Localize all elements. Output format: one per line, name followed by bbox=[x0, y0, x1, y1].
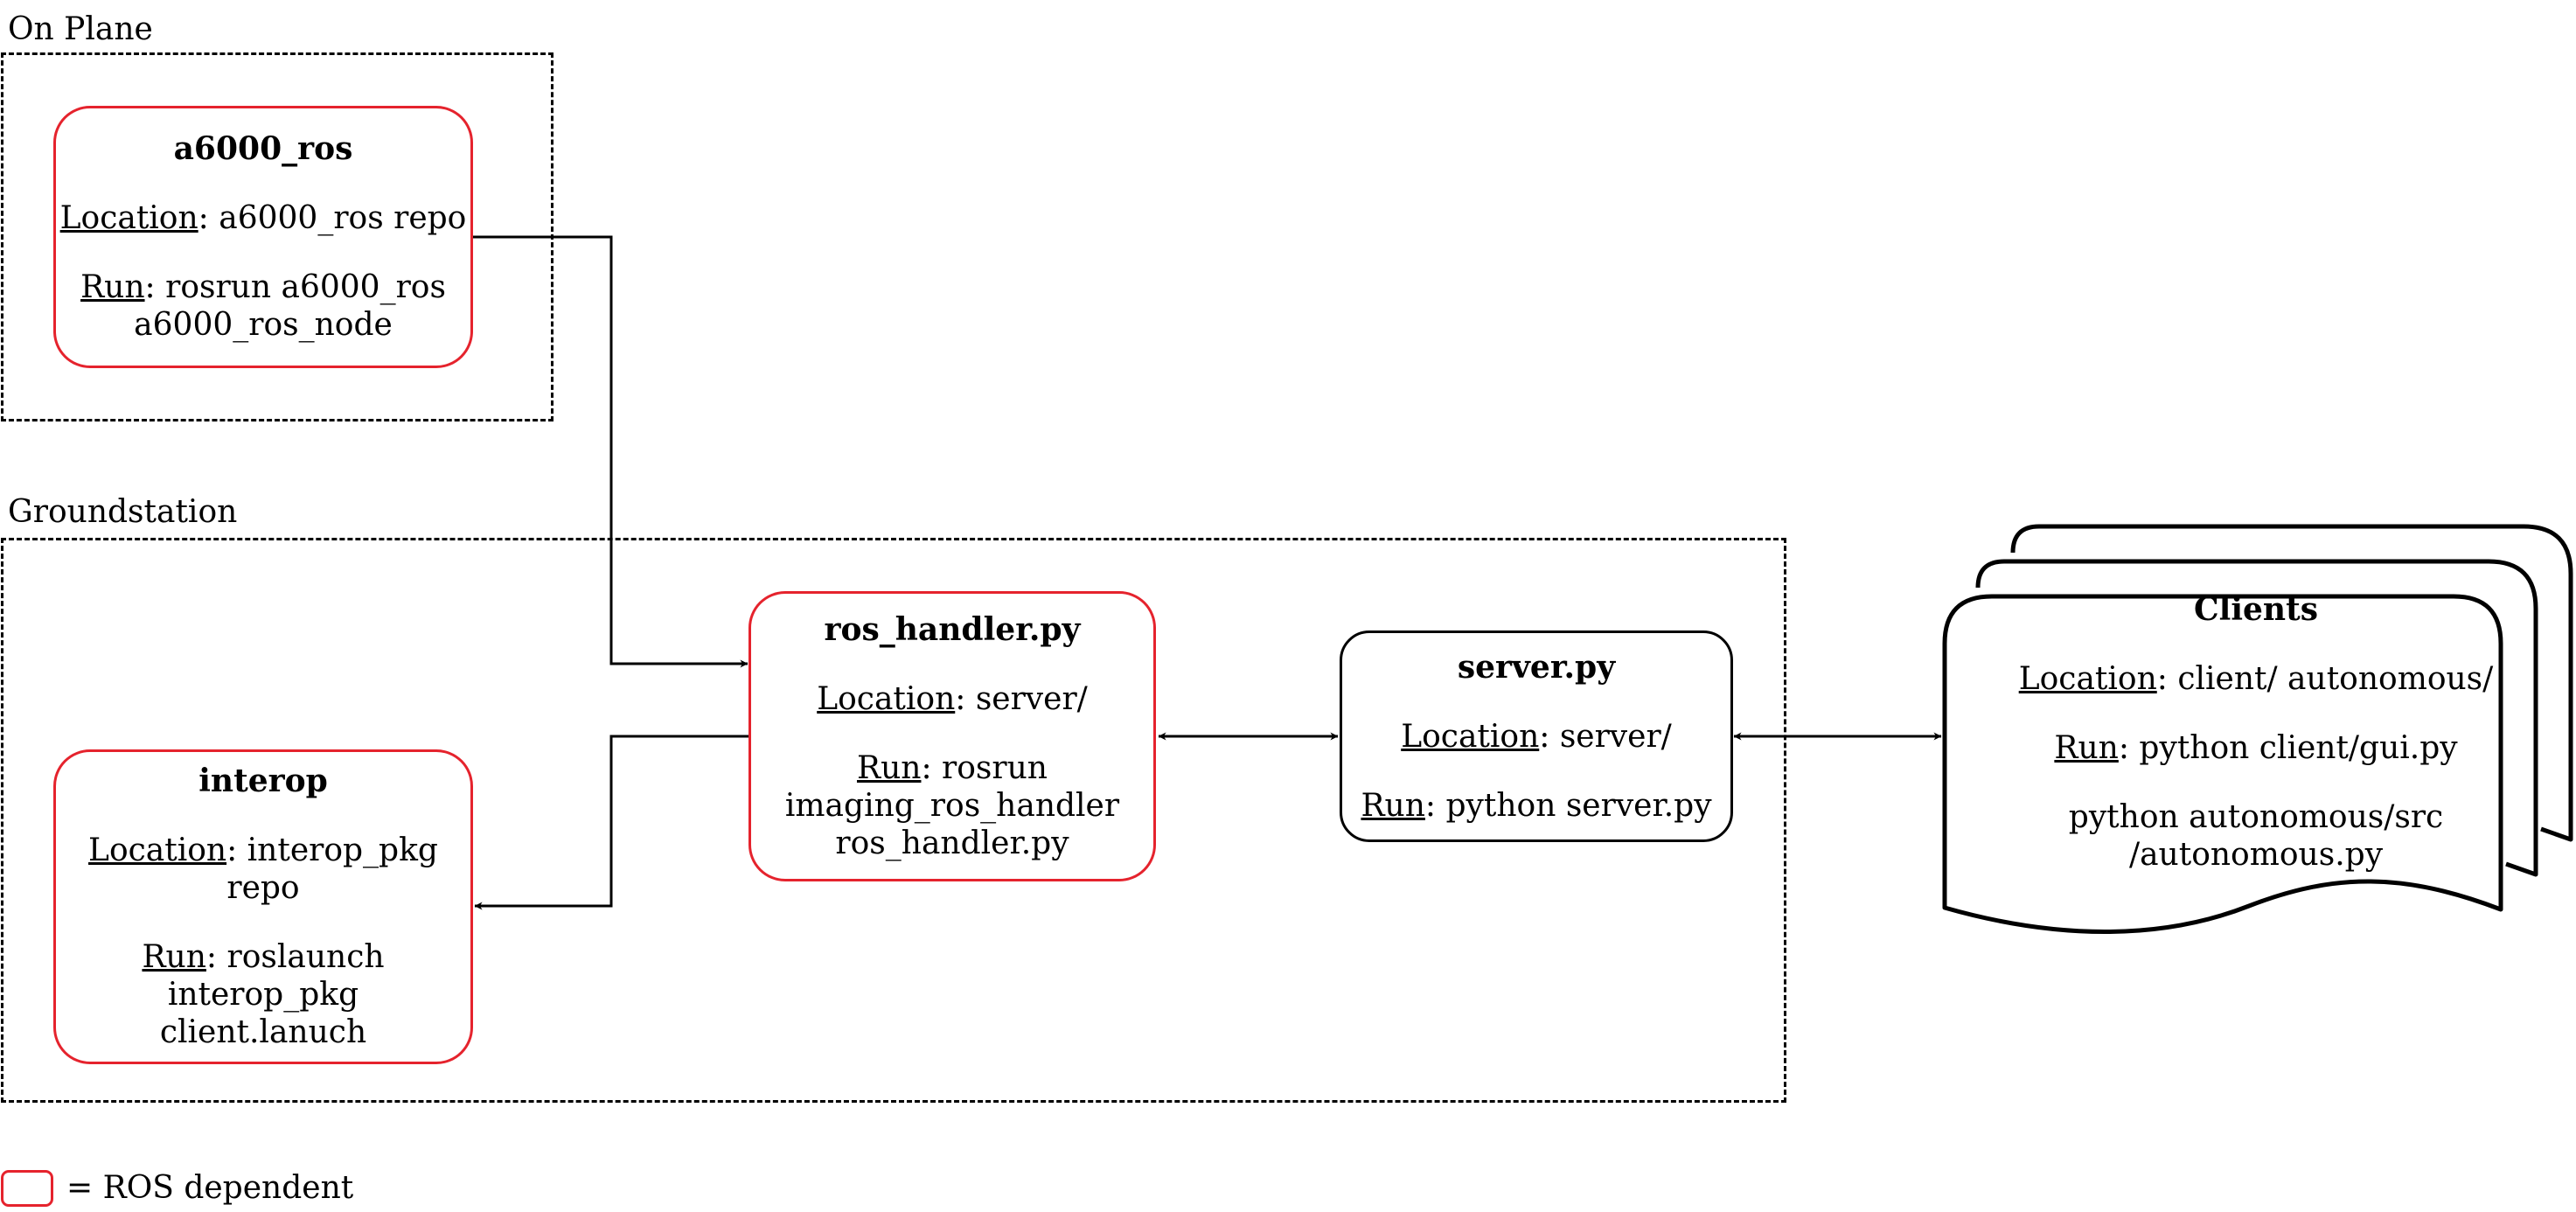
group-label-on-plane: On Plane bbox=[8, 11, 153, 47]
node-interop[interactable]: interop Location: interop_pkg repo Run: … bbox=[53, 749, 473, 1064]
node-location: Location: server/ bbox=[817, 680, 1088, 717]
node-title: Clients bbox=[2194, 591, 2318, 628]
node-ros-handler[interactable]: ros_handler.py Location: server/ Run: ro… bbox=[748, 591, 1156, 881]
node-run: Run: roslaunch interop_pkg client.lanuch bbox=[142, 939, 385, 1050]
node-run-extra: python autonomous/src /autonomous.py bbox=[2068, 799, 2444, 873]
node-title: a6000_ros bbox=[173, 130, 353, 167]
node-location: Location: server/ bbox=[1401, 718, 1672, 755]
node-title: ros_handler.py bbox=[824, 610, 1081, 648]
node-location: Location: interop_pkg repo bbox=[88, 832, 438, 906]
node-location: Location: a6000_ros repo bbox=[59, 200, 467, 236]
node-run: Run: python server.py bbox=[1361, 787, 1712, 824]
edge-a6000-to-ros-handler bbox=[473, 235, 748, 668]
node-run: Run: rosrun a6000_ros a6000_ros_node bbox=[80, 269, 446, 343]
edge-ros-handler-to-interop bbox=[474, 735, 749, 910]
group-label-groundstation: Groundstation bbox=[8, 494, 238, 530]
node-run: Run: rosrun imaging_ros_handler ros_hand… bbox=[784, 749, 1120, 861]
node-run: Run: python client/gui.py bbox=[2054, 730, 2458, 766]
legend-swatch bbox=[1, 1170, 53, 1207]
node-location: Location: client/ autonomous/ bbox=[2018, 661, 2494, 697]
node-title: server.py bbox=[1457, 648, 1616, 686]
node-a6000-ros[interactable]: a6000_ros Location: a6000_ros repo Run: … bbox=[53, 106, 473, 368]
node-title: interop bbox=[198, 763, 328, 799]
node-clients-shape[interactable] bbox=[1932, 516, 2576, 944]
node-clients: Clients Location: client/ autonomous/ Ru… bbox=[1943, 591, 2569, 874]
node-server[interactable]: server.py Location: server/ Run: python … bbox=[1340, 630, 1733, 842]
legend-text: = ROS dependent bbox=[66, 1170, 354, 1206]
group-frame-groundstation bbox=[1, 538, 1786, 1103]
clients-sheet-front bbox=[1942, 594, 2503, 934]
